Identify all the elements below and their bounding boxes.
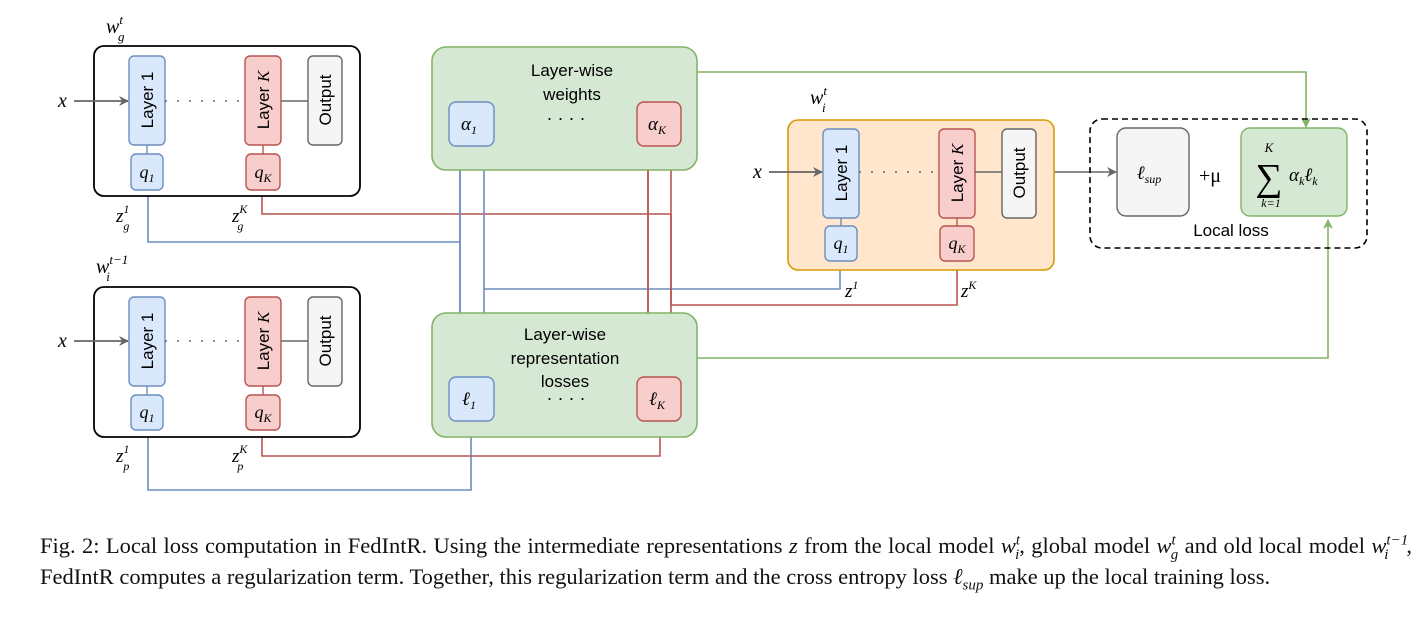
sum-upper-limit: K bbox=[1264, 140, 1275, 155]
local-output-block bbox=[1001, 128, 1037, 219]
alpha1-label: α1 bbox=[461, 114, 477, 137]
local-q1-block bbox=[824, 225, 858, 262]
weights-title-line1: Layer-wise bbox=[531, 61, 613, 80]
layer-wise-weights-box: Layer-wise weights α1 · · · · αK bbox=[431, 46, 698, 171]
connector-z1 bbox=[484, 261, 841, 290]
connector-zp1 bbox=[147, 419, 476, 491]
local-layer1-label: Layer 1 bbox=[832, 145, 851, 202]
global-output-label: Output bbox=[316, 74, 335, 125]
local-input-x: x bbox=[752, 161, 762, 183]
local-zK-label: zK bbox=[960, 278, 977, 302]
old-local-output-label: Output bbox=[316, 315, 335, 366]
plus-mu: +μ bbox=[1199, 165, 1221, 187]
lK-block bbox=[636, 376, 682, 422]
local-qK-label: qK bbox=[948, 233, 966, 256]
connector-zpK bbox=[261, 419, 665, 457]
local-loss-label: Local loss bbox=[1193, 221, 1269, 240]
global-q1-block bbox=[130, 153, 164, 191]
alphaK-label: αK bbox=[648, 114, 667, 137]
weighted-sum-block bbox=[1240, 127, 1348, 217]
weights-title-line2: weights bbox=[542, 85, 601, 104]
old-local-qK-label: qK bbox=[254, 402, 272, 425]
layer-wise-losses-box: Layer-wise representation losses ℓ1 · · … bbox=[431, 312, 698, 438]
connector-zgK bbox=[261, 190, 671, 215]
old-local-output-block bbox=[307, 296, 343, 387]
alpha1-block bbox=[448, 101, 495, 147]
alphaK-block bbox=[636, 101, 682, 147]
global-layerK-label: Layer K bbox=[254, 69, 273, 129]
figure-caption: Fig. 2: Local loss computation in FedInt… bbox=[40, 532, 1412, 594]
lsup-label: ℓsup bbox=[1137, 163, 1162, 186]
connector-zK bbox=[671, 261, 958, 306]
losses-dots: · · · · bbox=[547, 388, 586, 408]
sum-symbol: ∑ bbox=[1255, 157, 1282, 199]
global-qK-block bbox=[245, 153, 281, 191]
l1-block bbox=[448, 376, 495, 422]
global-qK-label: qK bbox=[254, 162, 272, 185]
weights-frame bbox=[431, 46, 698, 171]
local-z1-label: z1 bbox=[844, 278, 858, 302]
losses-frame bbox=[431, 312, 698, 438]
local-q1-label: q1 bbox=[834, 233, 849, 256]
old-local-layer1-label: Layer 1 bbox=[138, 313, 157, 370]
old-local-q1-block bbox=[130, 394, 164, 431]
sum-term: αkℓk bbox=[1289, 165, 1318, 188]
global-q1-label: q1 bbox=[140, 162, 155, 185]
old-local-input-x: x bbox=[57, 330, 67, 352]
l1-label: ℓ1 bbox=[462, 389, 476, 412]
local-qK-block bbox=[939, 225, 975, 262]
old-local-layerK-label: Layer K bbox=[254, 310, 273, 370]
weights-dots: · · · · bbox=[547, 108, 586, 128]
local-loss-group: ℓsup +μ K ∑ k=1 αkℓk Local loss bbox=[1089, 118, 1368, 249]
connector-zg1 bbox=[147, 190, 460, 243]
local-output-label: Output bbox=[1010, 147, 1029, 198]
green-arrow-weights-to-sum bbox=[697, 71, 1311, 128]
global-output-block bbox=[307, 55, 343, 146]
lK-label: ℓK bbox=[649, 389, 666, 412]
old-local-qK-block bbox=[245, 394, 281, 431]
losses-title-line1: Layer-wise bbox=[524, 325, 606, 344]
lsup-block bbox=[1116, 127, 1190, 217]
losses-title-line2: representation bbox=[511, 349, 620, 368]
old-local-q1-label: q1 bbox=[140, 402, 155, 425]
global-input-x: x bbox=[57, 90, 67, 112]
losses-title-line3: losses bbox=[541, 372, 589, 391]
sum-lower-limit: k=1 bbox=[1261, 196, 1280, 210]
local-layerK-label: Layer K bbox=[948, 142, 967, 202]
local-loss-frame bbox=[1089, 118, 1368, 249]
green-arrow-losses-to-sum bbox=[697, 219, 1333, 359]
global-layer1-label: Layer 1 bbox=[138, 72, 157, 129]
